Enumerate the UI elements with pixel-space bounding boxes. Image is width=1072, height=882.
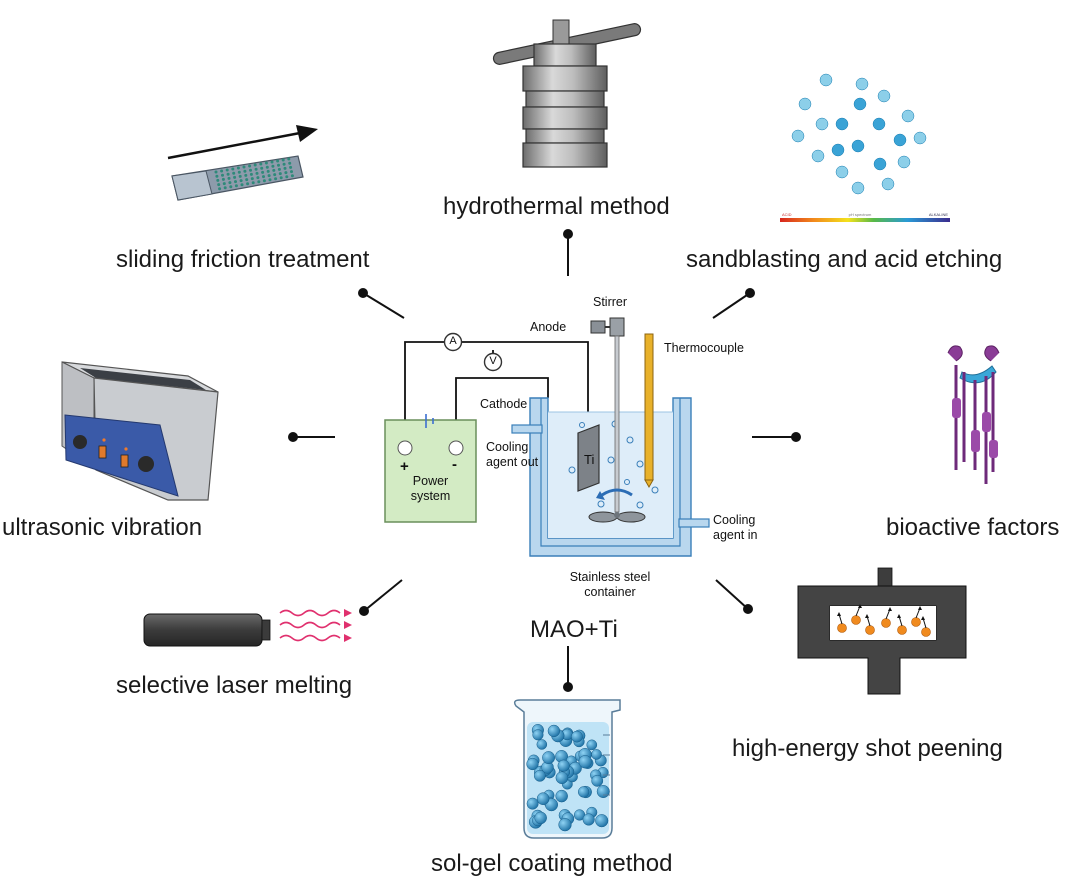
label-stirrer: Stirrer (593, 295, 628, 309)
laser-icon (143, 609, 352, 647)
label-thermocouple: Thermocouple (664, 341, 744, 355)
protein-icon (947, 345, 1000, 484)
cooling-in-pipe (678, 518, 710, 528)
label-mao-ti: MAO+Ti (530, 616, 618, 643)
label-cathode: Cathode (480, 397, 528, 411)
ph-acid-label: ACID (782, 212, 792, 217)
shot-peening-icon (797, 567, 967, 695)
circuit-wires (404, 341, 589, 440)
label-sol-gel: sol-gel coating method (431, 850, 673, 877)
ph-title-label: pH spectrum (849, 212, 872, 217)
ph-alkaline-label: ALKALINE (929, 212, 948, 217)
label-anode: Anode (530, 320, 567, 334)
label-sliding-friction: sliding friction treatment (116, 246, 370, 273)
label-voltmeter: V (489, 355, 497, 367)
titanium-plate (577, 424, 600, 492)
label-power-2: system (410, 489, 451, 503)
ammeter-icon (443, 332, 463, 352)
voltmeter-icon (483, 352, 503, 372)
label-cooling-out-2: agent out (486, 455, 539, 469)
acid-particles-icon: ACID pH spectrum ALKALINE (780, 73, 950, 222)
label-container-2: container (584, 585, 636, 599)
label-laser-melting: selective laser melting (116, 672, 353, 699)
beaker-icon (513, 699, 621, 839)
label-hydrothermal: hydrothermal method (443, 193, 670, 220)
label-ultrasonic: ultrasonic vibration (2, 514, 203, 541)
power-system-box (384, 419, 477, 523)
label-power-1: Power (412, 474, 449, 488)
label-plus: + (400, 458, 409, 475)
label-cooling-out-1: Cooling (486, 440, 529, 454)
stirrer-shaft (614, 335, 620, 513)
label-shot-peening: high-energy shot peening (732, 735, 1003, 762)
label-cooling-in-1: Cooling (713, 513, 756, 527)
cooling-out-pipe (511, 424, 543, 434)
label-bioactive: bioactive factors (886, 514, 1060, 541)
label-titanium: Ti (584, 452, 595, 467)
battery-icon (425, 414, 434, 428)
ultrasonic-bath-icon (61, 361, 219, 501)
thermocouple (644, 333, 654, 481)
autoclave-icon (492, 19, 642, 168)
friction-slide-icon (167, 125, 318, 201)
mao-apparatus (384, 317, 710, 557)
label-minus: - (452, 456, 457, 473)
label-ammeter: A (449, 335, 457, 347)
ph-spectrum-bar (780, 218, 950, 222)
rotation-arrow (601, 488, 633, 497)
stirrer-blade (588, 511, 618, 523)
label-container-1: Stainless steel (569, 570, 651, 584)
connector-lines (288, 229, 801, 692)
label-cooling-in-2: agent in (713, 528, 758, 542)
stirrer-motor (590, 320, 606, 334)
label-sandblasting: sandblasting and acid etching (686, 246, 1003, 273)
bubbles (568, 420, 659, 509)
